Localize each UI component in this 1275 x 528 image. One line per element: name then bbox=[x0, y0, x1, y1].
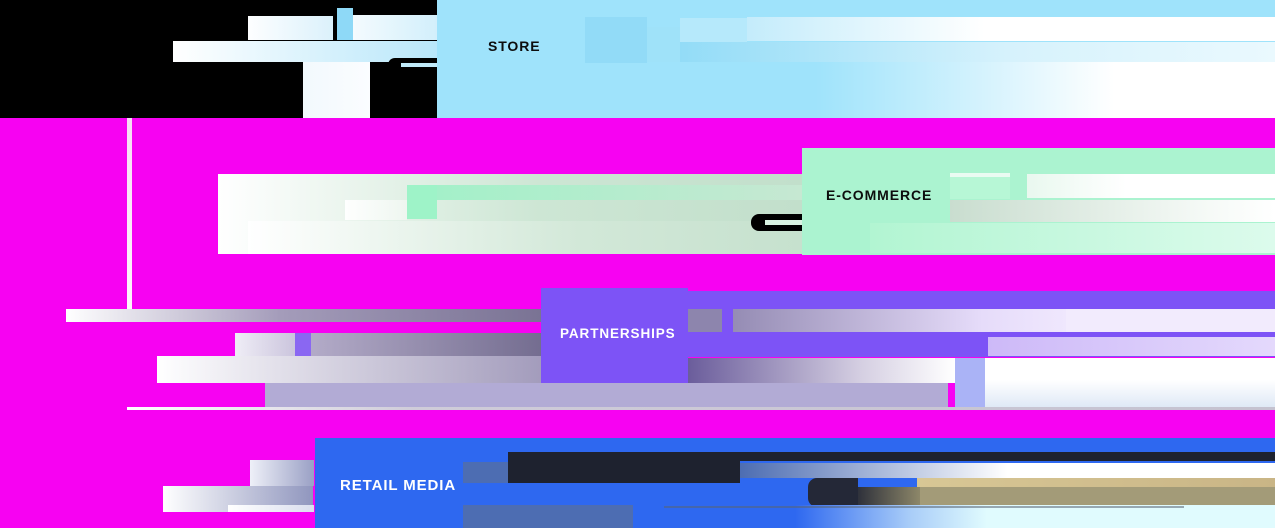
glitch-bar bbox=[733, 309, 1066, 332]
glitch-bar bbox=[173, 41, 437, 62]
section-partnerships[interactable]: PARTNERSHIPS bbox=[541, 288, 688, 383]
half-capsule-icon bbox=[751, 214, 802, 231]
glitch-bar bbox=[337, 8, 353, 40]
glitch-bar bbox=[988, 337, 1275, 356]
retail-media-label: RETAIL MEDIA bbox=[340, 477, 457, 494]
divider-line bbox=[127, 407, 1275, 410]
glitch-bar bbox=[585, 17, 647, 63]
glitch-bar bbox=[250, 460, 314, 486]
glitch-bar bbox=[508, 452, 740, 483]
vertical-accent-line bbox=[127, 118, 132, 310]
glitch-bar bbox=[1027, 174, 1275, 198]
half-capsule-icon bbox=[388, 58, 437, 72]
glitch-bar bbox=[680, 42, 1275, 62]
glitch-bar bbox=[353, 15, 437, 40]
glitch-bar bbox=[228, 505, 314, 512]
glitch-bar bbox=[248, 221, 802, 254]
capsule-slit bbox=[765, 220, 802, 225]
partnerships-label: PARTNERSHIPS bbox=[560, 326, 676, 341]
glitch-bar bbox=[463, 505, 633, 528]
glitch-bar bbox=[303, 62, 370, 118]
glitch-bar bbox=[950, 200, 1275, 222]
glitch-bar bbox=[66, 309, 541, 322]
glitch-bar bbox=[311, 333, 541, 356]
glitch-bar bbox=[855, 487, 920, 507]
glitch-bar bbox=[815, 62, 1275, 118]
glitch-bar bbox=[647, 27, 680, 62]
glitch-bar bbox=[917, 478, 1275, 487]
glitch-bar bbox=[315, 505, 1275, 528]
glitch-bar bbox=[265, 383, 948, 408]
glitch-bar bbox=[740, 463, 1275, 478]
glitch-bar bbox=[248, 16, 333, 40]
glitch-bar bbox=[985, 358, 1275, 407]
half-capsule-icon bbox=[808, 478, 858, 507]
glitch-bar bbox=[295, 333, 311, 356]
glitch-bar bbox=[950, 177, 1010, 199]
store-label: STORE bbox=[488, 38, 541, 54]
glitch-bar bbox=[235, 333, 295, 356]
glitch-bar bbox=[870, 223, 1275, 253]
divider-line bbox=[664, 506, 1184, 508]
glitch-bar bbox=[1066, 309, 1275, 332]
ecommerce-label: E-COMMERCE bbox=[826, 187, 933, 203]
glitch-bar bbox=[437, 185, 802, 200]
glitch-bar bbox=[740, 452, 1275, 461]
glitch-bar bbox=[955, 358, 985, 407]
capsule-slit bbox=[401, 63, 437, 67]
glitch-bar bbox=[345, 200, 407, 220]
glitch-bar bbox=[463, 462, 508, 483]
glitch-bar bbox=[950, 173, 1010, 177]
glitch-bar bbox=[920, 487, 1275, 507]
glitch-bar bbox=[407, 185, 437, 219]
glitch-bar bbox=[687, 309, 722, 332]
glitch-bar bbox=[747, 17, 1275, 41]
glitch-bar bbox=[157, 356, 541, 383]
glitch-bar bbox=[687, 358, 955, 383]
